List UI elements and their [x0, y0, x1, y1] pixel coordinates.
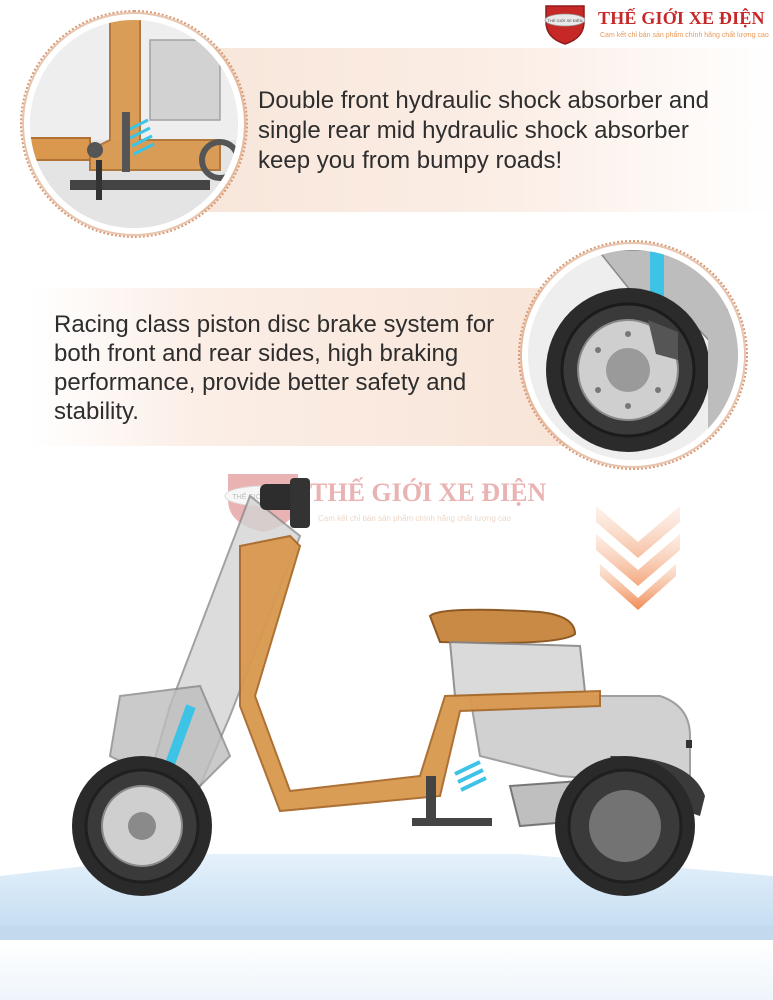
feature-band-brake [30, 288, 590, 446]
frame-illustration [239, 534, 601, 813]
feature-band-shock [200, 48, 773, 212]
disc-brake-closeup-image [528, 250, 738, 460]
feature-text-shock: Double front hydraulic shock absorber an… [258, 87, 709, 174]
brand-tagline: Cam kết chỉ bán sản phẩm chính hãng chất… [600, 32, 769, 39]
shock-closeup-illustration [30, 20, 238, 228]
watermark-tagline: Cam kết chỉ bán sản phẩm chính hãng chất… [318, 514, 511, 523]
brand-name: THẾ GIỚI XE ĐIỆN [598, 8, 765, 28]
scooter-cutaway-image [0, 478, 773, 1000]
callout-ring-shock [20, 10, 248, 238]
watermark-name: THẾ GIỚI XE ĐIỆN [310, 478, 547, 507]
shield-logo-text: THẾ GIỚI XE ĐIỆN [548, 18, 583, 23]
shock-absorber-closeup-image [30, 20, 238, 228]
chevron-down-arrows-icon [596, 506, 680, 610]
brand-logo: THẾ GIỚI XE ĐIỆN THẾ GIỚI XE ĐIỆN Cam kế… [540, 2, 770, 46]
feature-text-brake: Racing class piston disc brake system fo… [54, 311, 495, 425]
brake-closeup-illustration [528, 250, 738, 460]
callout-ring-brake [518, 240, 748, 470]
shield-logo-icon: THẾ GIỚI XE ĐIỆN [544, 5, 586, 45]
